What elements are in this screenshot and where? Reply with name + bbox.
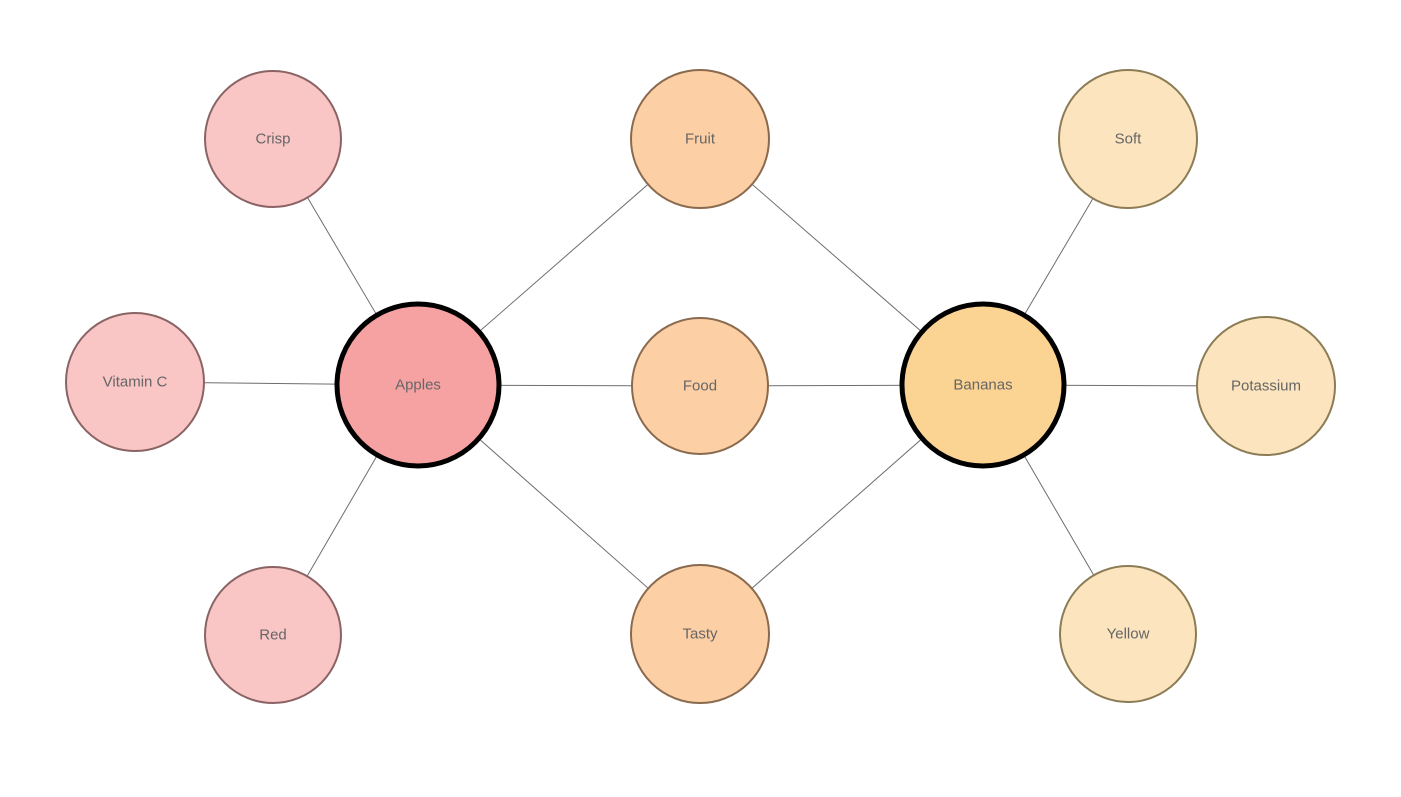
node-circle-apples[interactable] [334, 301, 502, 469]
node-circle-food[interactable] [631, 317, 769, 455]
node-food[interactable]: Food [631, 317, 769, 455]
node-circle-vitamin-c[interactable] [65, 312, 205, 452]
node-potassium[interactable]: Potassium [1196, 316, 1336, 456]
node-soft[interactable]: Soft [1058, 69, 1198, 209]
node-circle-potassium[interactable] [1196, 316, 1336, 456]
node-circle-crisp[interactable] [204, 70, 342, 208]
node-vitamin-c[interactable]: Vitamin C [65, 312, 205, 452]
node-circle-yellow[interactable] [1059, 565, 1197, 703]
node-crisp[interactable]: Crisp [204, 70, 342, 208]
node-circle-red[interactable] [204, 566, 342, 704]
node-circle-tasty[interactable] [630, 564, 770, 704]
node-circle-fruit[interactable] [630, 69, 770, 209]
node-yellow[interactable]: Yellow [1059, 565, 1197, 703]
node-circle-bananas[interactable] [899, 301, 1067, 469]
node-circle-soft[interactable] [1058, 69, 1198, 209]
node-red[interactable]: Red [204, 566, 342, 704]
node-apples[interactable]: Apples [334, 301, 502, 469]
node-fruit[interactable]: Fruit [630, 69, 770, 209]
node-tasty[interactable]: Tasty [630, 564, 770, 704]
node-bananas[interactable]: Bananas [899, 301, 1067, 469]
